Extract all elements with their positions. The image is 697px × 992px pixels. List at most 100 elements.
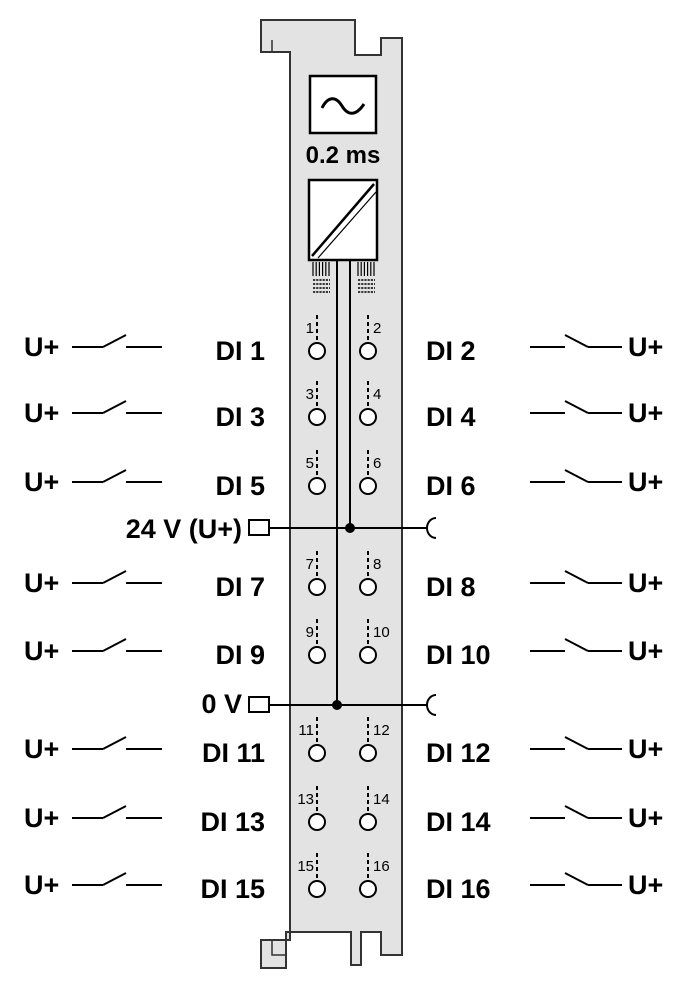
supply-u-plus-label: U+ (24, 568, 59, 598)
filter-symbol: 0.2 ms (306, 74, 381, 169)
supply-u-plus-label: U+ (628, 734, 663, 764)
top-latch-left (271, 40, 290, 53)
channel-1: 1 DI 1 U+ (24, 315, 326, 366)
channel-5: 5 DI 5 U+ (24, 450, 326, 501)
terminal-number: 13 (297, 791, 314, 808)
channel-16: 16 DI 16 U+ (359, 853, 663, 904)
bottom-latch-left (271, 940, 286, 956)
switch-icon (530, 872, 622, 886)
terminal-number: 12 (373, 722, 390, 739)
terminal-number: 8 (373, 556, 381, 573)
supply-u-plus-label: U+ (24, 332, 59, 362)
supply-u-plus-label: U+ (628, 398, 663, 428)
terminal-number: 7 (306, 556, 314, 573)
terminal-contact (308, 646, 326, 664)
terminal-number: 2 (373, 320, 381, 337)
supply-u-plus-label: U+ (24, 803, 59, 833)
ground-jumper-contact (426, 694, 437, 716)
switch-icon (72, 736, 162, 750)
terminal-contact (359, 578, 377, 596)
channel-8: 8 DI 8 U+ (359, 551, 663, 602)
terminal-number: 9 (306, 624, 314, 641)
switch-icon (530, 736, 622, 750)
terminal-contact (308, 813, 326, 831)
supply-u-plus-label: U+ (24, 398, 59, 428)
switch-icon (72, 570, 162, 584)
terminal-contact (359, 646, 377, 664)
channel-11: 11 DI 11 U+ (24, 717, 326, 768)
terminal-number: 6 (373, 455, 381, 472)
terminal-number: 5 (306, 455, 314, 472)
channel-label: DI 8 (426, 572, 476, 602)
supply-label: 24 V (U+) (126, 514, 242, 544)
supply-rail-24v: 24 V (U+) (126, 514, 437, 544)
channel-3: 3 DI 3 U+ (24, 381, 326, 432)
terminal-contact (308, 744, 326, 762)
terminal-contact (308, 342, 326, 360)
channel-label: DI 16 (426, 874, 491, 904)
terminal-contact (359, 477, 377, 495)
sine-wave-icon (320, 97, 366, 115)
switch-icon (530, 638, 622, 652)
channel-7: 7 DI 7 U+ (24, 551, 326, 602)
switch-icon (530, 400, 622, 414)
switch-icon (530, 469, 622, 483)
terminal-contact (308, 477, 326, 495)
supply-u-plus-label: U+ (628, 870, 663, 900)
terminal-contact (308, 880, 326, 898)
supply-u-plus-label: U+ (24, 734, 59, 764)
switch-icon (72, 638, 162, 652)
filter-time-label: 0.2 ms (306, 142, 381, 169)
channel-label: DI 12 (426, 738, 491, 768)
supply-u-plus-label: U+ (628, 568, 663, 598)
switch-icon (530, 570, 622, 584)
channel-4: 4 DI 4 U+ (359, 381, 663, 432)
terminal-contact (359, 744, 377, 762)
switch-icon (72, 400, 162, 414)
channel-label: DI 9 (215, 640, 265, 670)
channel-label: DI 4 (426, 402, 476, 432)
channel-9: 9DI 9U+ (24, 619, 326, 670)
terminal-number: 10 (373, 624, 390, 641)
terminal-number: 1 (306, 320, 314, 337)
switch-icon (72, 334, 162, 348)
switch-icon (72, 805, 162, 819)
terminal-number: 3 (306, 386, 314, 403)
switch-icon (72, 469, 162, 483)
terminal-contact (359, 813, 377, 831)
channel-label: DI 7 (215, 572, 265, 602)
data-bus-pins (312, 262, 375, 293)
supply-u-plus-label: U+ (24, 467, 59, 497)
switch-icon (530, 334, 622, 348)
switch-icon (530, 805, 622, 819)
terminal-contact (359, 342, 377, 360)
supply-jumper-contact (426, 517, 437, 539)
terminal-contact (359, 408, 377, 426)
channel-label: DI 3 (215, 402, 265, 432)
supply-u-plus-label: U+ (628, 467, 663, 497)
isolation-symbol (307, 178, 379, 293)
channel-label: DI 14 (426, 807, 491, 837)
channel-label: DI 1 (215, 336, 265, 366)
switch-icon (72, 872, 162, 886)
channel-12: 12 DI 12 U+ (359, 717, 663, 768)
terminal-number: 4 (373, 386, 381, 403)
channel-label: DI 5 (215, 471, 265, 501)
terminal-number: 11 (298, 722, 314, 739)
supply-junction-dot (345, 523, 355, 533)
ground-label: 0 V (201, 689, 242, 719)
channel-label: DI 11 (202, 738, 265, 768)
channel-label: DI 2 (426, 336, 476, 366)
terminal-number: 14 (373, 791, 390, 808)
supply-u-plus-label: U+ (24, 870, 59, 900)
terminal-contact (359, 880, 377, 898)
terminal-number: 16 (373, 858, 390, 875)
channel-label: DI 10 (426, 640, 491, 670)
